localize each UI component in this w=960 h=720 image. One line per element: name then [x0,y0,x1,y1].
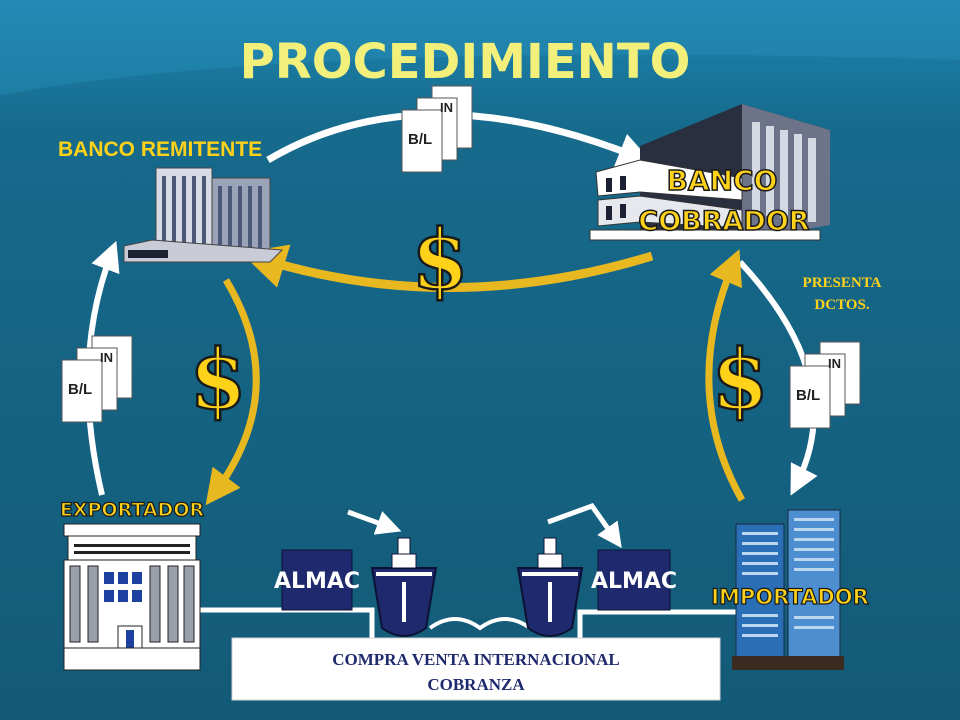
arrow-ship-to-almac-right [547,502,622,549]
almac-left-label: ALMAC [274,569,360,594]
document-stack-icon: IN B/L [61,335,133,423]
page-title: PROCEDIMIENTO [240,34,691,90]
presenta-label-line2: DCTOS. [814,297,869,313]
doc-in-label: IN [100,350,113,365]
warehouse-icon: ALMAC [591,549,677,611]
arrow-importador-to-cobrador-money [705,249,746,502]
bank-building-icon [63,523,201,671]
background-wave [0,0,960,95]
warehouse-icon: ALMAC [274,549,360,611]
connector-left [198,607,375,638]
doc-in-label: IN [440,100,453,115]
bank-building-icon [123,167,284,263]
document-stack-icon: IN B/L [789,341,861,429]
connector-right [577,609,738,638]
bank-building-icon [589,104,830,241]
doc-bl-label: B/L [408,131,432,148]
arrow-almac-to-ship-left [347,509,402,535]
doc-bl-label: B/L [68,381,92,398]
ship-icon [370,537,438,637]
caption-line2: COBRANZA [427,675,525,694]
presenta-label-line1: PRESENTA [803,275,882,291]
caption-box: COMPRA VENTA INTERNACIONAL COBRANZA [231,637,721,701]
office-tower-icon [732,509,844,670]
water-wave [428,617,532,631]
doc-in-label: IN [828,356,841,371]
banco-cobrador-label-line2: COBRADOR [638,206,809,237]
dollar-icon: $ [411,212,468,308]
dollar-icon: $ [711,332,768,428]
doc-bl-label: B/L [796,387,820,404]
banco-remitente-label: BANCO REMITENTE [58,138,262,161]
banco-cobrador-label-line1: BANCO [667,164,778,197]
importador-label: IMPORTADOR [711,585,869,609]
arrow-remitente-to-exportador-money [205,278,260,506]
ship-icon [516,537,584,637]
almac-right-label: ALMAC [591,569,677,594]
document-stack-icon: IN B/L [401,85,473,173]
dollar-icon: $ [189,332,246,428]
arrow-cobrador-to-remitente-money [240,244,654,292]
exportador-label: EXPORTADOR [60,499,205,521]
caption-line1: COMPRA VENTA INTERNACIONAL [332,650,619,669]
